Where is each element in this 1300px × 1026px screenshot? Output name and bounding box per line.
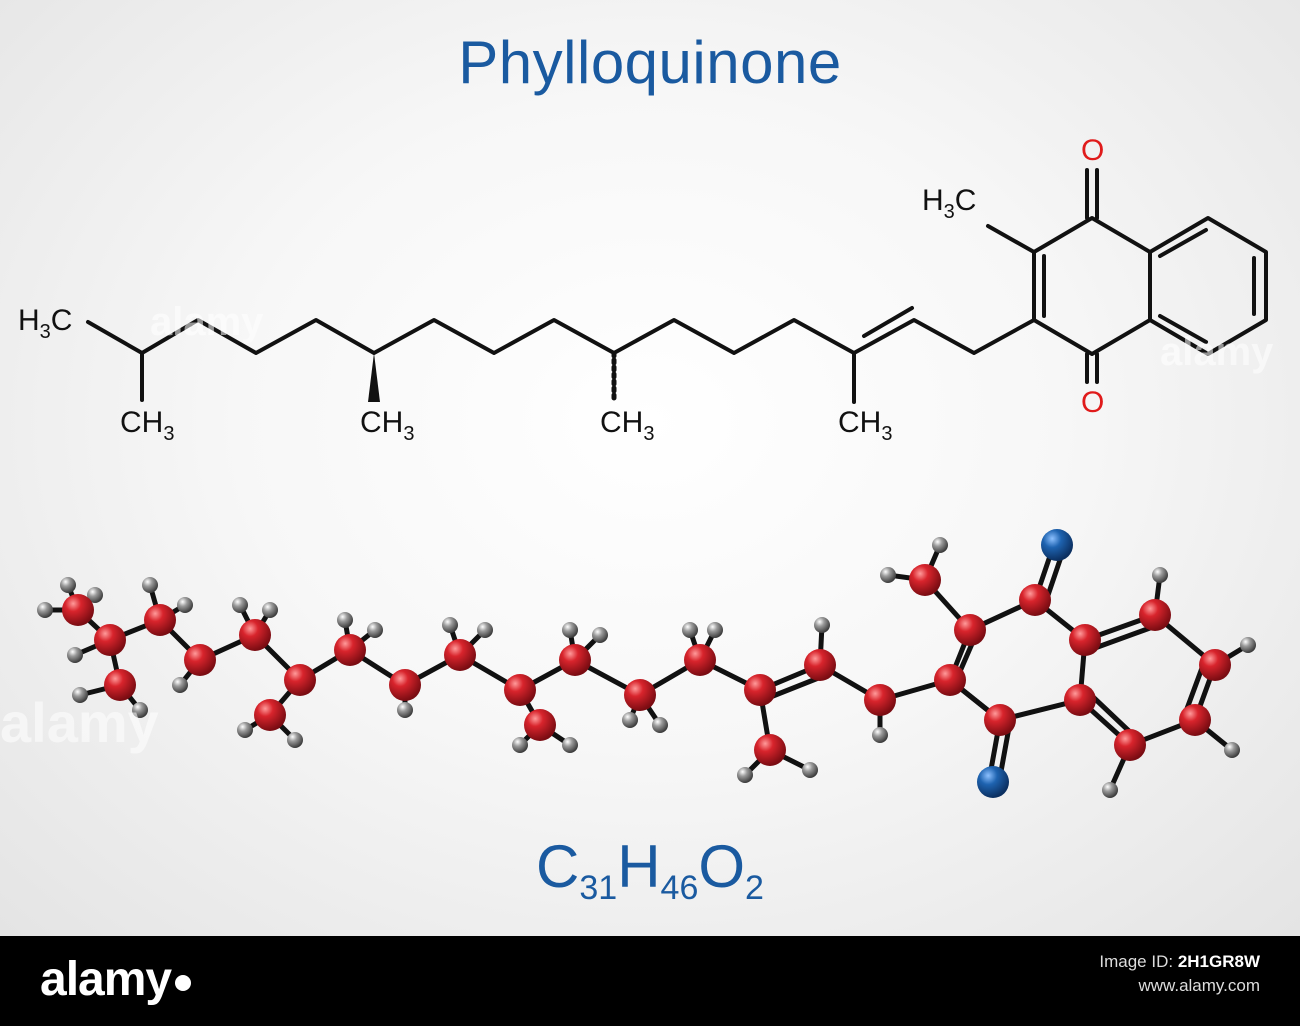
h3c-label: H3C	[18, 304, 72, 343]
carbon-atom	[1199, 649, 1231, 681]
image-id-label: Image ID:	[1099, 952, 1174, 971]
hydrogen-atom	[37, 602, 53, 618]
hydrogen-atom	[1102, 782, 1118, 798]
carbon-atom	[744, 674, 776, 706]
image-id-value: 2H1GR8W	[1177, 952, 1260, 971]
footer-bar: alamy Image ID: 2H1GR8W www.alamy.com	[0, 936, 1300, 1026]
hydrogen-atom	[802, 762, 818, 778]
hydrogen-atom	[477, 622, 493, 638]
hydrogen-atom	[622, 712, 638, 728]
hydrogen-atom	[737, 767, 753, 783]
carbon-atom	[254, 699, 286, 731]
molecule-figure: Phylloquinone	[0, 0, 1300, 936]
hydrogen-atom	[177, 597, 193, 613]
carbon-atom	[1139, 599, 1171, 631]
carbon-atom	[144, 604, 176, 636]
watermark: alamy	[1160, 330, 1274, 374]
carbon-atom	[624, 679, 656, 711]
carbon-atom	[239, 619, 271, 651]
hydrogen-atom	[67, 647, 83, 663]
oxygen-atom	[977, 766, 1009, 798]
hydrogen-atom	[232, 597, 248, 613]
methyl-label: CH3	[120, 406, 174, 445]
ball-and-stick-model	[37, 529, 1256, 798]
carbon-atom	[1179, 704, 1211, 736]
molecule-title: Phylloquinone	[458, 29, 842, 96]
carbon-atom	[984, 704, 1016, 736]
watermark: alamy	[150, 300, 264, 344]
hydrogen-atom	[172, 677, 188, 693]
carbon-atom	[284, 664, 316, 696]
methyl-label: CH3	[838, 406, 892, 445]
carbon-atom	[104, 669, 136, 701]
hydrogen-atom	[337, 612, 353, 628]
hydrogen-atom	[72, 687, 88, 703]
carbon-atom	[804, 649, 836, 681]
hydrogen-atom	[60, 577, 76, 593]
carbon-atom	[334, 634, 366, 666]
watermark: alamy	[0, 691, 159, 754]
hydrogen-atom	[562, 737, 578, 753]
hydrogen-atom	[682, 622, 698, 638]
skeletal-formula: H3C CH3 CH3 CH3 CH3 H3C O O	[18, 134, 1268, 445]
carbon-atom	[389, 669, 421, 701]
hydrogen-atom	[814, 617, 830, 633]
carbon-atom	[1019, 584, 1051, 616]
carbon-atom	[62, 594, 94, 626]
hydrogen-atom	[142, 577, 158, 593]
hydrogen-atom	[442, 617, 458, 633]
hydrogen-atom	[652, 717, 668, 733]
carbon-atom	[934, 664, 966, 696]
carbon-atom	[754, 734, 786, 766]
hydrogen-atom	[287, 732, 303, 748]
carbon-atom	[184, 644, 216, 676]
hydrogen-atom	[132, 702, 148, 718]
carbon-atom	[559, 644, 591, 676]
brand-logo: alamy	[40, 952, 192, 1007]
carbon-atom	[1064, 684, 1096, 716]
hydrogen-atom	[237, 722, 253, 738]
hydrogen-atom	[1224, 742, 1240, 758]
hydrogen-atom	[397, 702, 413, 718]
carbon-atom	[444, 639, 476, 671]
brand-dot-icon	[175, 975, 192, 991]
hydrogen-atom	[872, 727, 888, 743]
carbon-atom	[954, 614, 986, 646]
oxygen-label: O	[1081, 386, 1104, 419]
hydrogen-atom	[592, 627, 608, 643]
h3c-label: H3C	[922, 184, 976, 223]
hydrogen-atom	[932, 537, 948, 553]
carbon-atom	[1069, 624, 1101, 656]
hydrogen-atom	[1240, 637, 1256, 653]
oxygen-label: O	[1081, 134, 1104, 167]
hydrogen-atom	[512, 737, 528, 753]
carbon-atom	[1114, 729, 1146, 761]
site-url: www.alamy.com	[1138, 976, 1260, 995]
oxygen-atom	[1041, 529, 1073, 561]
hydrogen-atom	[262, 602, 278, 618]
hydrogen-atom	[1152, 567, 1168, 583]
carbon-atom	[684, 644, 716, 676]
carbon-atom	[909, 564, 941, 596]
image-id-block: Image ID: 2H1GR8W www.alamy.com	[1099, 950, 1260, 998]
methyl-label: CH3	[600, 406, 654, 445]
hydrogen-atom	[880, 567, 896, 583]
carbon-atom	[524, 709, 556, 741]
carbon-atom	[94, 624, 126, 656]
carbon-atom	[504, 674, 536, 706]
hydrogen-atom	[562, 622, 578, 638]
molecular-formula: C31H46O2	[536, 833, 764, 907]
hydrogen-atom	[87, 587, 103, 603]
hydrogen-atom	[707, 622, 723, 638]
methyl-label: CH3	[360, 406, 414, 445]
carbon-atom	[864, 684, 896, 716]
hydrogen-atom	[367, 622, 383, 638]
